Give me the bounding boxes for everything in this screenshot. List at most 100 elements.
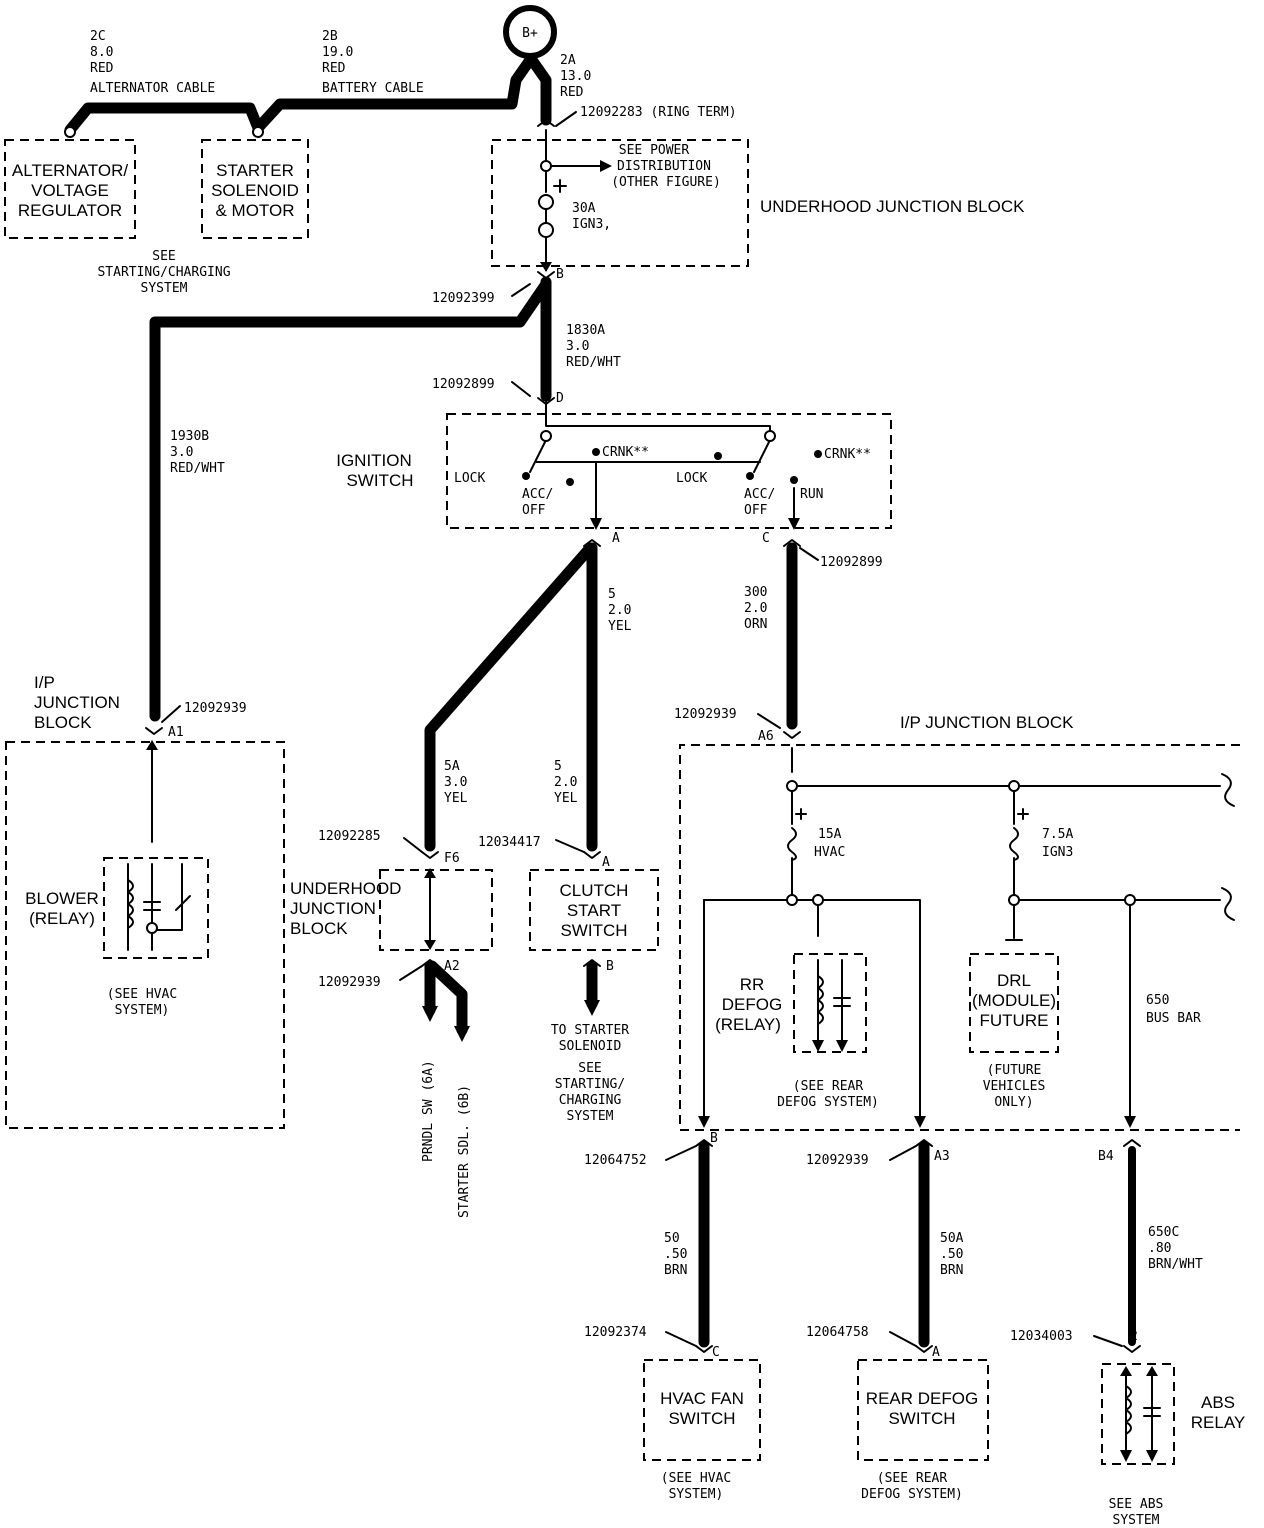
see-starting-2a: SEE (578, 1061, 601, 1076)
see-starting-2d: SYSTEM (567, 1109, 614, 1124)
see-hvac-1b: SYSTEM) (115, 1003, 170, 1018)
arrow-down-icon (584, 1000, 600, 1016)
wire-2a-color: RED (560, 85, 584, 100)
wire-2a-gauge: 13.0 (560, 69, 591, 84)
pin-b4: B4 (1098, 1149, 1114, 1164)
arrow-down-icon (422, 1006, 438, 1022)
fuse-30a-amps: 30A (572, 201, 596, 216)
rr-defog-3: (RELAY) (715, 1015, 781, 1034)
alternator-label-1: ALTERNATOR/ (12, 161, 128, 180)
pin-abs-2: 2 (1130, 1329, 1138, 1344)
wire-300-gauge: 2.0 (744, 601, 767, 616)
pin-d: D (556, 391, 564, 406)
starter-sdl-label: STARTER SDL. (6B) (457, 1085, 472, 1218)
battery-label: B+ (522, 26, 538, 41)
abs-relay-box (1101, 1363, 1175, 1465)
ignition-switch-box (446, 413, 892, 529)
rear-defog-sw-2: SWITCH (888, 1409, 955, 1428)
wire-650c-color: BRN/WHT (1148, 1257, 1203, 1272)
wire-1830a-gauge: 3.0 (566, 339, 589, 354)
see-rear-defog-1b: DEFOG SYSTEM) (777, 1095, 879, 1110)
to-starter-2: SOLENOID (559, 1039, 622, 1054)
uh-jb-mid-2: JUNCTION (290, 899, 376, 918)
see-starting-2c: CHARGING (559, 1093, 622, 1108)
clutch-label-1: CLUTCH (560, 881, 629, 900)
ip-junction-box-right (679, 744, 1240, 1131)
fuse-7.5a-amps: 7.5A (1042, 827, 1073, 842)
pin-a6: A6 (758, 729, 774, 744)
wire-2c-gauge: 8.0 (90, 45, 113, 60)
see-abs-1: SEE ABS (1109, 1497, 1164, 1512)
wire-1830a-circuit: 1830A (566, 323, 605, 338)
relay-symbols (127, 863, 1161, 1462)
wire-650-name: BUS BAR (1146, 1011, 1201, 1026)
abs-relay-label-2: RELAY (1191, 1413, 1246, 1432)
underhood-junction-title: UNDERHOOD JUNCTION BLOCK (760, 197, 1025, 216)
junction-dots (64, 126, 1136, 906)
blower-label-1: BLOWER (25, 889, 99, 908)
starter-box (201, 139, 309, 239)
wire-2c-name: ALTERNATOR CABLE (90, 81, 215, 96)
wire-5-circuit: 5 (608, 587, 616, 602)
connector-a6: 12092939 (674, 707, 737, 722)
wire-50a-gauge: .50 (940, 1247, 963, 1262)
see-power-3: (OTHER FIGURE) (611, 175, 721, 190)
connector-ring-term: 12092283 (RING TERM) (580, 105, 737, 120)
hvac-fan-switch-box (643, 1359, 761, 1461)
wire-2a-circuit: 2A (560, 53, 576, 68)
pin-labels: B D A C A1 A6 F6 A2 A B B A3 B4 C A 2 (168, 267, 1138, 1360)
wire-2b-name: BATTERY CABLE (322, 81, 424, 96)
pin-clutch-b: B (606, 959, 614, 974)
see-hvac-2b: SYSTEM) (669, 1487, 724, 1502)
ign-off-1: OFF (522, 503, 546, 518)
connector-ticks (145, 119, 1141, 1353)
drl-label-3: FUTURE (980, 1011, 1049, 1030)
wire-5a-gauge: 3.0 (444, 775, 467, 790)
pin-a: A (612, 531, 620, 546)
pin-b-top: B (556, 267, 564, 282)
connector-defog-switch: 12064758 (806, 1325, 869, 1340)
ign-crnk-1: CRNK** (602, 445, 649, 460)
starter-label-2: SOLENOID (211, 181, 299, 200)
wire-50a-color: BRN (940, 1263, 963, 1278)
clutch-label-2: START (567, 901, 621, 920)
battery-cable (252, 54, 536, 134)
ign-lock-1: LOCK (454, 471, 485, 486)
wire-5b-color: YEL (554, 791, 578, 806)
thin-wires (146, 129, 1235, 1128)
wire-2a (526, 54, 552, 126)
see-rear-defog-2b: DEFOG SYSTEM) (861, 1487, 963, 1502)
arrow-down-icon (454, 1026, 470, 1042)
pin-a3: A3 (934, 1149, 950, 1164)
wire-starter-sdl (426, 960, 468, 1036)
drl-box (969, 953, 1059, 1053)
wire-300-circuit: 300 (744, 585, 767, 600)
connector-f6: 12092285 (318, 829, 381, 844)
abs-relay-label-1: ABS (1201, 1393, 1235, 1412)
wire-5b-gauge: 2.0 (554, 775, 577, 790)
wire-50-gauge: .50 (664, 1247, 687, 1262)
wire-650-circuit: 650 (1146, 993, 1169, 1008)
alternator-label-3: REGULATOR (18, 201, 122, 220)
see-starting-2: STARTING/CHARGING (97, 265, 230, 280)
polarity-marks (553, 179, 1029, 820)
wire-1830a-color: RED/WHT (566, 355, 621, 370)
component-boxes (4, 139, 1240, 1465)
ign-lock-2: LOCK (676, 471, 707, 486)
wire-1930b (149, 278, 552, 722)
ip-junction-box-left (5, 741, 285, 1129)
fuse-7.5a-name: IGN3 (1042, 845, 1073, 860)
wire-2c-color: RED (90, 61, 114, 76)
wire-2b-gauge: 19.0 (322, 45, 353, 60)
wire-50a-circuit: 50A (940, 1231, 964, 1246)
fuse-15a-amps: 15A (818, 827, 842, 842)
starter-label-3: & MOTOR (215, 201, 294, 220)
wire-650c-gauge: .80 (1148, 1241, 1171, 1256)
future-vehicles-2: VEHICLES (983, 1079, 1046, 1094)
fuse-15a-name: HVAC (814, 845, 845, 860)
ip-jb-right-title: I/P JUNCTION BLOCK (900, 713, 1074, 732)
rr-defog-relay-box (793, 953, 867, 1053)
connector-hvac-switch: 12092374 (584, 1325, 647, 1340)
connector-d: 12092899 (432, 377, 495, 392)
